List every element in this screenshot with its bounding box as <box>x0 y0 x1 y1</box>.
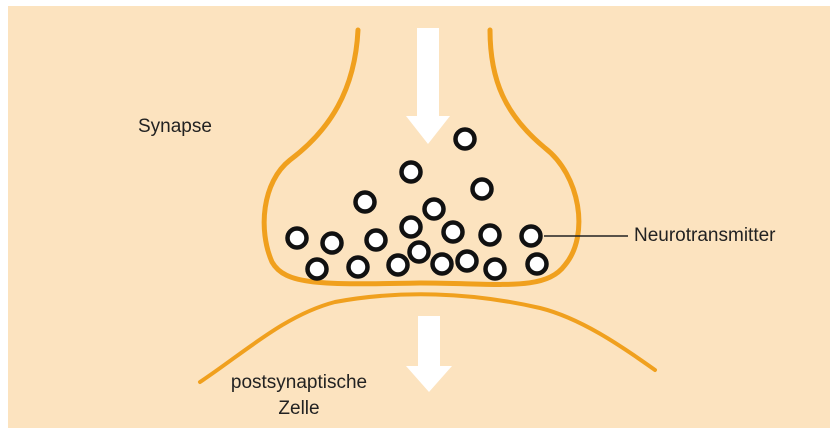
vesicle <box>402 218 421 237</box>
vesicle <box>486 260 505 279</box>
vesicle <box>425 200 444 219</box>
vesicle <box>528 255 547 274</box>
vesicle <box>458 252 477 271</box>
vesicle <box>308 260 327 279</box>
vesicle <box>433 255 452 274</box>
postsynaptic-label-line1: postsynaptische <box>200 370 398 396</box>
vesicle <box>444 223 463 242</box>
vesicle <box>288 229 307 248</box>
synapse-label: Synapse <box>138 114 212 140</box>
vesicle <box>410 243 429 262</box>
vesicle <box>367 231 386 250</box>
vesicle <box>349 258 368 277</box>
vesicle <box>389 256 408 275</box>
vesicle <box>522 227 541 246</box>
postsynaptic-label-line2: Zelle <box>200 396 398 422</box>
postsynaptic-cell-label: postsynaptische Zelle <box>200 370 398 422</box>
neurotransmitter-label: Neurotransmitter <box>634 223 776 249</box>
vesicle <box>481 226 500 245</box>
vesicle <box>402 163 421 182</box>
vesicle <box>456 130 475 149</box>
vesicle <box>356 193 375 212</box>
vesicle <box>323 234 342 253</box>
vesicle <box>473 180 492 199</box>
